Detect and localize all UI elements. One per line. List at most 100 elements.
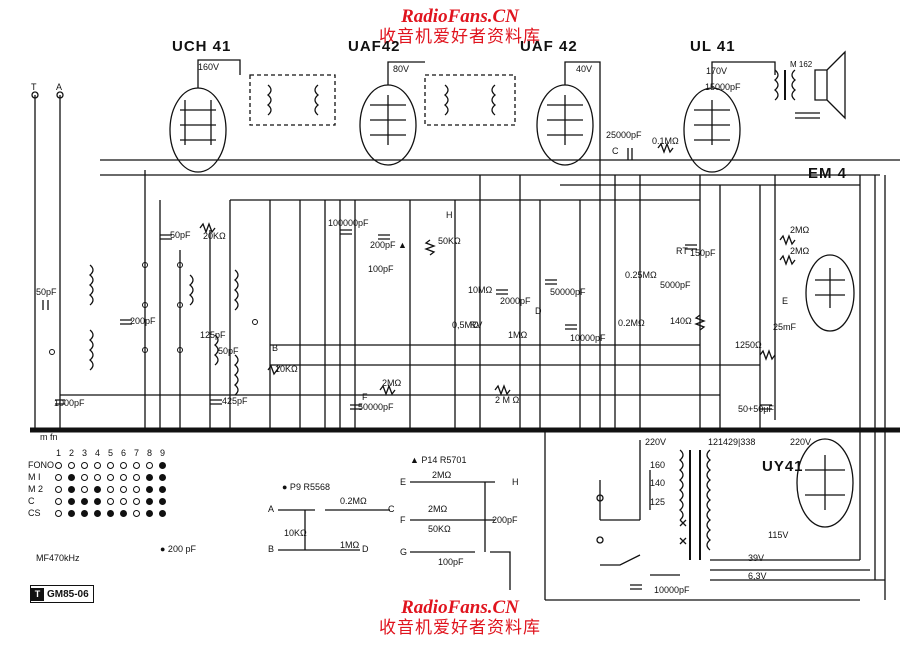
component-label: 2 M Ω — [495, 395, 520, 405]
p9-r1: 0.2MΩ — [340, 496, 367, 506]
legend-row: FONO — [28, 460, 188, 472]
mains-tap: 160 — [650, 460, 666, 470]
legend-dot-open — [107, 474, 114, 481]
watermark-bottom: RadioFans.CN 收音机爱好者资料库 — [0, 597, 920, 639]
component-label: RT — [676, 246, 688, 256]
legend-dot-filled — [159, 462, 166, 469]
voltage-label: 39V — [748, 553, 765, 563]
p14-terminal-f: F — [400, 515, 406, 525]
component-label: 25mF — [773, 322, 797, 332]
p14-r1: 2MΩ — [432, 470, 452, 480]
p14-c1: 200pF — [492, 515, 518, 525]
legend-dot-note: ● 200 pF — [160, 544, 196, 554]
legend-dot-filled — [68, 498, 75, 505]
p9-terminal-a: A — [268, 504, 275, 514]
p14-terminal-e: E — [400, 477, 407, 487]
legend-dot-filled — [68, 510, 75, 517]
watermark-top: RadioFans.CN 收音机爱好者资料库 — [0, 7, 920, 48]
legend-dot-open — [81, 474, 88, 481]
component-label: 100pF — [368, 264, 394, 274]
component-label: 10MΩ — [468, 285, 493, 295]
legend-dot-filled — [94, 498, 101, 505]
legend-dot-open — [133, 498, 140, 505]
legend-dot-open — [133, 462, 140, 469]
legend-dot-filled — [68, 486, 75, 493]
component-label: 0,5MΩ — [452, 320, 479, 330]
legend-row: M 2 — [28, 484, 188, 496]
component-label: 0.2MΩ — [618, 318, 645, 328]
watermark-cn: 收音机爱好者资料库 — [379, 27, 541, 47]
legend-dot-open — [120, 486, 127, 493]
legend-row: CS — [28, 508, 188, 520]
watermark-site: RadioFans.CN — [401, 597, 519, 618]
legend-dot-open — [133, 474, 140, 481]
watermark-cn: 收音机爱好者资料库 — [379, 618, 541, 638]
legend-column-label: 2 — [69, 448, 75, 458]
component-label: 50+50μF — [738, 404, 774, 414]
component-label: 1250Ω — [735, 340, 762, 350]
legend-dot-open — [55, 462, 62, 469]
legend-dot-open — [55, 474, 62, 481]
legend-column-label: 8 — [147, 448, 153, 458]
legend-dot-open — [120, 462, 127, 469]
legend-row-name: C — [28, 496, 35, 506]
component-label: 150pF — [690, 248, 716, 258]
tube-label-uy41: UY41 — [762, 458, 804, 475]
component-label: 50000pF — [550, 287, 586, 297]
tube-label-uaf42-a: UAF42 — [348, 38, 401, 55]
component-label: 0.25MΩ — [625, 270, 657, 280]
voltage-label: 115V — [768, 530, 789, 540]
legend-dot-open — [94, 462, 101, 469]
legend-column-label: 7 — [134, 448, 140, 458]
speaker-icon — [814, 50, 846, 120]
component-label: 425pF — [222, 396, 248, 406]
legend-dot-filled — [68, 474, 75, 481]
voltage-label: 220V — [790, 437, 812, 447]
component-label: 0.1MΩ — [652, 136, 679, 146]
p9-terminal-b: B — [268, 544, 275, 554]
terminal-t: T — [31, 82, 37, 92]
node-label-f: F — [362, 392, 368, 402]
legend-dot-filled — [107, 510, 114, 517]
tube-label-uaf42-b: UAF 42 — [520, 38, 578, 55]
legend-row: M I — [28, 472, 188, 484]
legend-column-label: 4 — [95, 448, 101, 458]
node-label-c: C — [612, 146, 619, 156]
node-label-mfn: m fn — [40, 432, 58, 442]
component-label: 50pF — [36, 287, 57, 297]
legend-row: C — [28, 496, 188, 508]
legend-dot-filled — [81, 498, 88, 505]
voltage-label: 6,3V — [748, 571, 767, 581]
legend-dot-open — [81, 462, 88, 469]
legend-note: MF470kHz — [36, 553, 80, 563]
tube-label-uch41: UCH 41 — [172, 38, 232, 55]
p14-r2: 2MΩ — [428, 504, 448, 514]
mains-tap: 125 — [650, 497, 666, 507]
legend-dot-open — [94, 474, 101, 481]
p9-title: ● P9 R5568 — [282, 482, 330, 492]
p14-c2: 100pF — [438, 557, 464, 567]
p9-terminal-c: C — [388, 504, 395, 514]
legend-dot-filled — [159, 474, 166, 481]
legend-row-name: CS — [28, 508, 41, 518]
voltage-label: 160V — [198, 62, 220, 72]
legend-dot-open — [133, 486, 140, 493]
legend-dot-filled — [159, 498, 166, 505]
logo: T GM85-06 — [30, 585, 94, 603]
p14-title: ▲ P14 R5701 — [410, 455, 467, 465]
legend-dot-open — [55, 486, 62, 493]
legend-dot-open — [120, 498, 127, 505]
node-label-h: H — [446, 210, 453, 220]
legend-dot-open — [107, 462, 114, 469]
tube-uy41 — [796, 438, 854, 528]
component-label: 50pF — [218, 346, 239, 356]
component-label: 10000pF — [570, 333, 606, 343]
legend-dot-open — [81, 486, 88, 493]
legend-dot-filled — [146, 498, 153, 505]
legend-dot-open — [107, 486, 114, 493]
legend-column-label: 5 — [108, 448, 114, 458]
legend-dot-open — [133, 510, 140, 517]
legend-dot-filled — [120, 510, 127, 517]
node-label-e: E — [782, 296, 789, 306]
